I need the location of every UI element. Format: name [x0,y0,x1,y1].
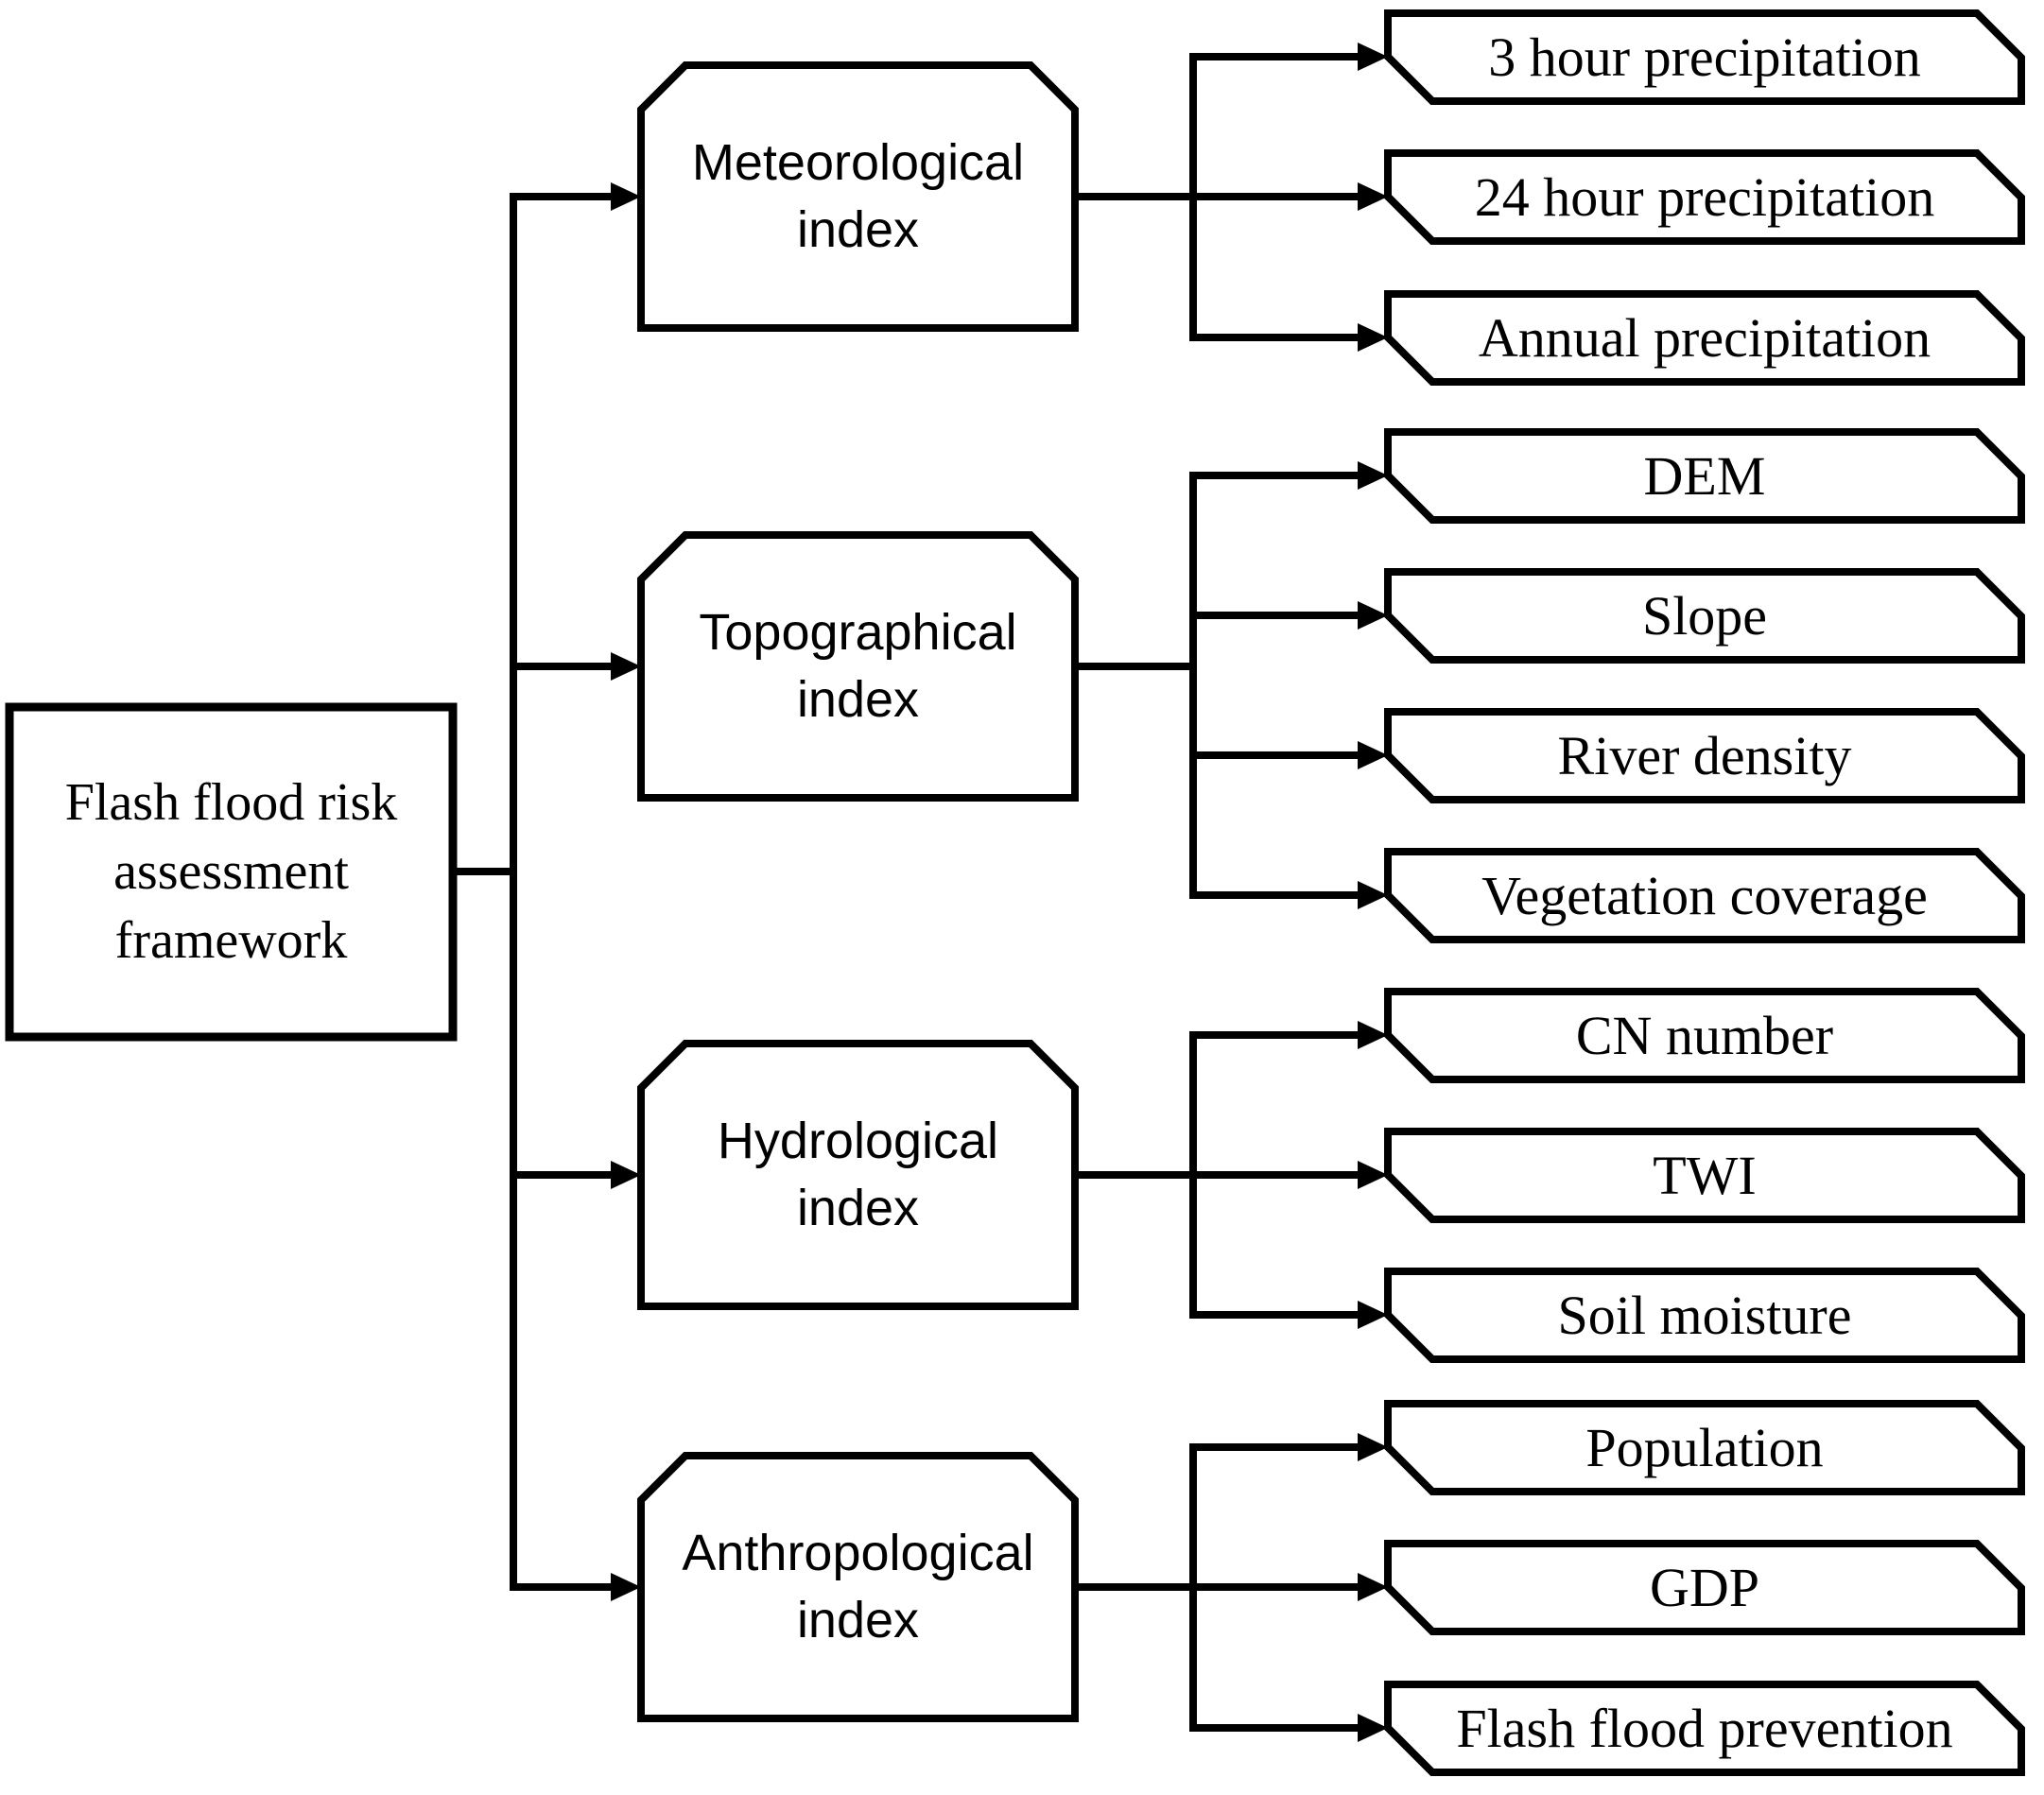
leaf-label-slope: Slope [1641,584,1768,647]
leaf-label-soil-moisture: Soil moisture [1557,1284,1852,1346]
leaf-node-shape [1384,848,2025,943]
category-node-meteorological-shape [637,61,1079,332]
leaf-label-24-hour-precipitation: 24 hour precipitation [1474,165,1935,228]
arrowhead [1358,1021,1388,1049]
leaf-node-shape [1384,708,2025,803]
leaf-node-shape [1384,149,2025,245]
arrowhead [1358,1161,1388,1189]
leaf-node-shape [1384,568,2025,664]
leaf-label-twi: TWI [1653,1144,1757,1206]
category-node-hydrological-shape [637,1040,1079,1310]
framework-node-label: Flash flood risk assessment framework [64,773,398,970]
arrowhead [1358,1433,1388,1461]
category-label-topographical: Topographical index [699,603,1017,728]
arrowhead [1358,461,1388,490]
arrowhead [1358,741,1388,769]
arrowhead [611,652,641,681]
leaf-label-vegetation-coverage: Vegetation coverage [1481,864,1928,926]
leaf-label-flash-flood-prevention: Flash flood prevention [1456,1697,1953,1759]
leaf-node-shape [1384,290,2025,386]
leaf-label-3-hour-precipitation: 3 hour precipitation [1488,26,1921,88]
category-node-topographical-shape [637,531,1079,802]
leaf-label-gdp: GDP [1649,1556,1760,1618]
arrowhead [611,1573,641,1601]
arrowhead [1358,1573,1388,1601]
leaf-node-shape [1384,1540,2025,1635]
arrowhead [1358,1714,1388,1742]
leaf-node-shape [1384,1681,2025,1776]
leaf-label-river-density: River density [1557,724,1852,786]
leaf-label-dem: DEM [1643,444,1766,507]
leaf-node-shape [1384,428,2025,524]
arrowhead [1358,601,1388,630]
arrowhead [1358,1301,1388,1329]
category-node-anthropological-shape [637,1452,1079,1722]
connector-lines [449,53,1365,1732]
arrowhead [611,182,641,211]
category-label-anthropological: Anthropological index [682,1524,1034,1648]
framework-node-shape [5,702,458,1042]
arrowhead [1358,182,1388,211]
leaf-label-population: Population [1585,1416,1824,1478]
leaf-node-shape [1384,988,2025,1083]
arrowhead [1358,881,1388,909]
leaf-node-shape [1384,1128,2025,1223]
leaf-label-cn-number: CN number [1575,1004,1834,1066]
arrowhead [1358,323,1388,352]
arrowhead [611,1161,641,1189]
leaf-node-shape [1384,1400,2025,1495]
leaf-node-shape [1384,1268,2025,1363]
category-label-hydrological: Hydrological index [717,1112,999,1236]
arrowhead [1358,43,1388,71]
category-label-meteorological: Meteorological index [691,133,1025,258]
leaf-node-shape [1384,9,2025,105]
leaf-label-annual-precipitation: Annual precipitation [1478,306,1931,369]
